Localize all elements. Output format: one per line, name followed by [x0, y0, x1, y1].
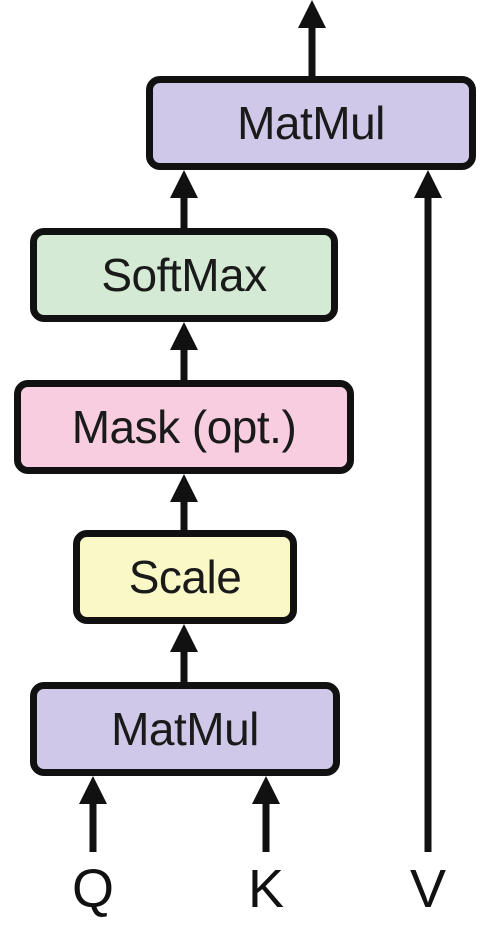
- mask-label: Mask (opt.): [71, 401, 297, 453]
- input-q-label: Q: [71, 859, 114, 919]
- matmul-top-label: MatMul: [237, 97, 385, 149]
- mask-block: Mask (opt.): [14, 380, 354, 474]
- scale-block: Scale: [73, 530, 297, 624]
- softmax-label: SoftMax: [101, 249, 267, 301]
- matmul-top-block: MatMul: [146, 76, 476, 170]
- scale-label: Scale: [128, 551, 242, 603]
- matmul-bottom-block: MatMul: [30, 682, 340, 776]
- matmul-bottom-label: MatMul: [111, 703, 259, 755]
- softmax-block: SoftMax: [30, 228, 338, 322]
- input-v-label: V: [409, 859, 447, 919]
- input-k-label: K: [247, 859, 285, 919]
